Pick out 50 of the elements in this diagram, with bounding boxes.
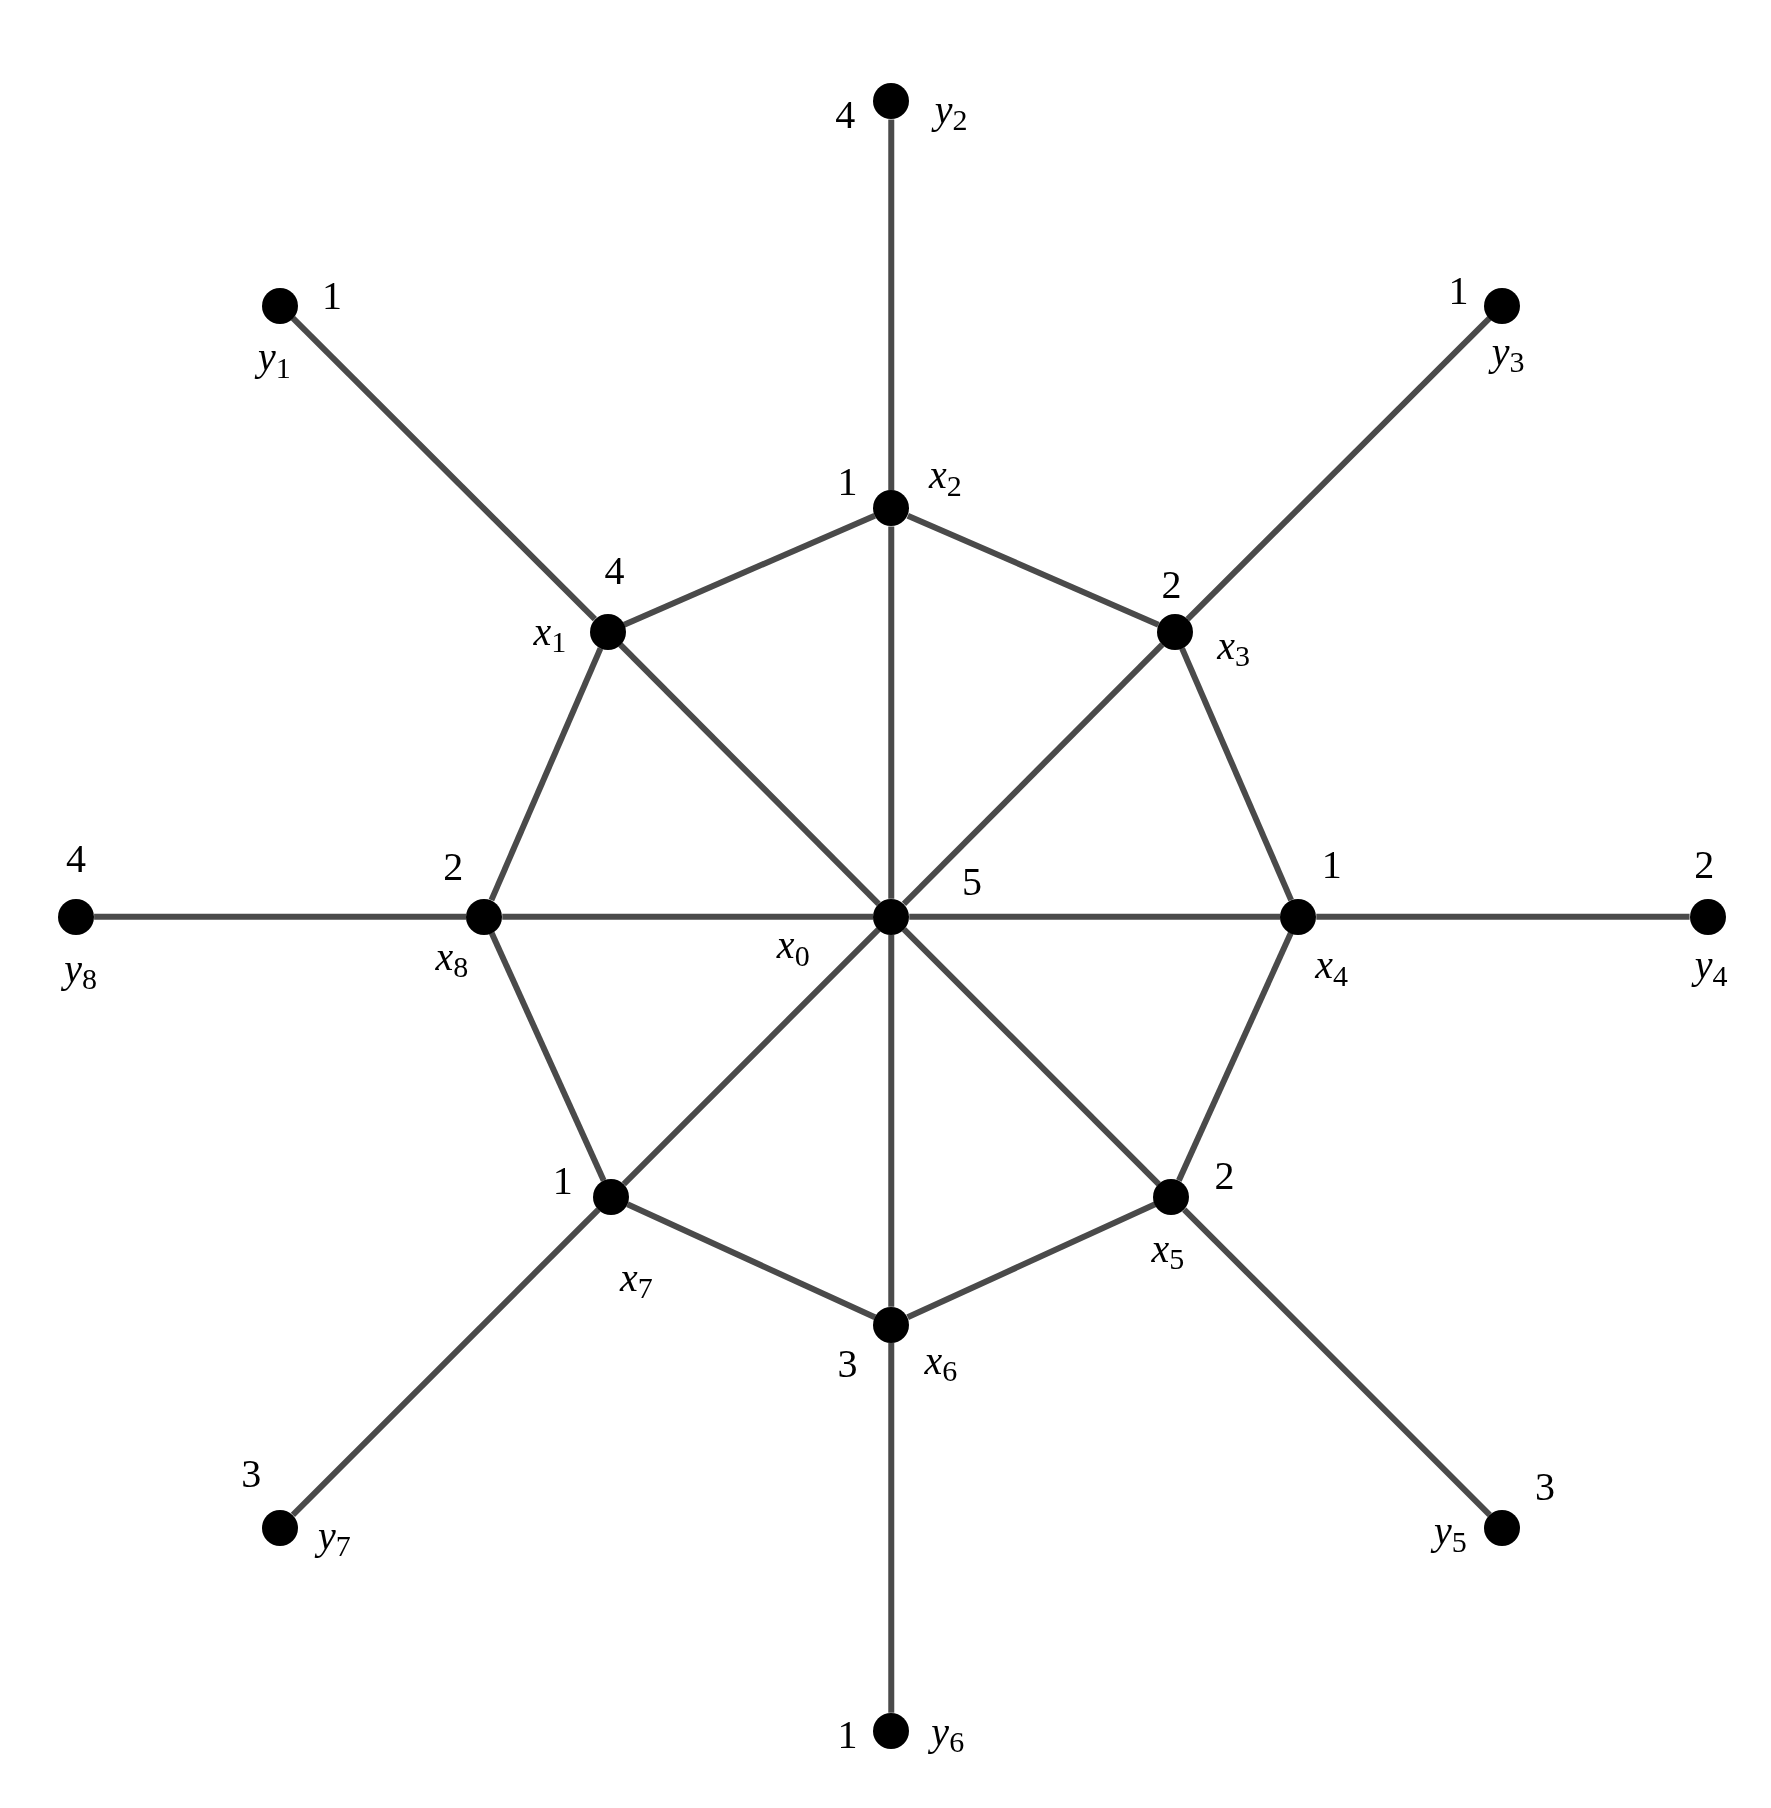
edge-line	[626, 1201, 877, 1321]
vertex-number: 2	[1214, 1156, 1235, 1197]
vertex-number: 1	[322, 276, 343, 317]
edge-line	[94, 913, 467, 920]
vertex-label: x$_{7}$	[620, 1257, 653, 1298]
edge-line	[621, 927, 881, 1187]
edge-line	[1179, 647, 1294, 902]
edge-line	[488, 931, 607, 1182]
edge-line	[1182, 1207, 1492, 1518]
vertex-label: x$_{8}$	[435, 937, 469, 977]
vertex-number: 1	[1448, 270, 1469, 311]
vertex-label: x$_{4}$	[1315, 945, 1349, 986]
vertex-number: 2	[443, 847, 464, 888]
edge-line	[1176, 931, 1294, 1182]
vertex-label: x$_{6}$	[924, 1340, 958, 1381]
edge-line	[901, 642, 1165, 906]
vertex-number: 2	[1161, 564, 1182, 605]
vertex-label: x$_{1}$	[533, 611, 567, 652]
edge-line	[1185, 316, 1492, 622]
edge-line	[888, 526, 895, 899]
edge-line	[618, 642, 881, 906]
vertex-number: 3	[837, 1344, 858, 1384]
edge-line	[502, 913, 874, 920]
vertex-number: 1	[1321, 844, 1342, 885]
edge-line	[906, 1201, 1157, 1321]
vertex-number: 1	[552, 1160, 573, 1201]
vertex-label: x$_{2}$	[929, 455, 962, 496]
edge-line	[290, 1207, 601, 1518]
edge-line	[290, 316, 597, 622]
vertex-number: 4	[66, 838, 87, 879]
vertex-number: 3	[241, 1453, 262, 1494]
vertex-label: x$_{5}$	[1151, 1228, 1185, 1269]
vertex-number: 3	[1535, 1467, 1555, 1508]
edge-line	[906, 512, 1160, 628]
edge-line	[622, 512, 876, 628]
vertex-label: x$_{3}$	[1217, 625, 1251, 666]
edge-line	[901, 927, 1161, 1187]
vertex-number: 4	[604, 550, 625, 591]
vertex-number: 5	[961, 862, 982, 903]
edge-line	[488, 647, 604, 902]
edge-line	[888, 934, 895, 1307]
edge-line	[888, 119, 895, 491]
vertex-label: x$_{0}$	[776, 925, 810, 966]
vertex-number: 1	[837, 461, 858, 502]
edge-line	[888, 1342, 895, 1713]
edge-line	[909, 913, 1281, 920]
vertex-number: 1	[837, 1715, 858, 1756]
vertex-number: 4	[835, 95, 856, 136]
edge-line	[1316, 913, 1690, 920]
vertex-number: 2	[1694, 844, 1715, 885]
